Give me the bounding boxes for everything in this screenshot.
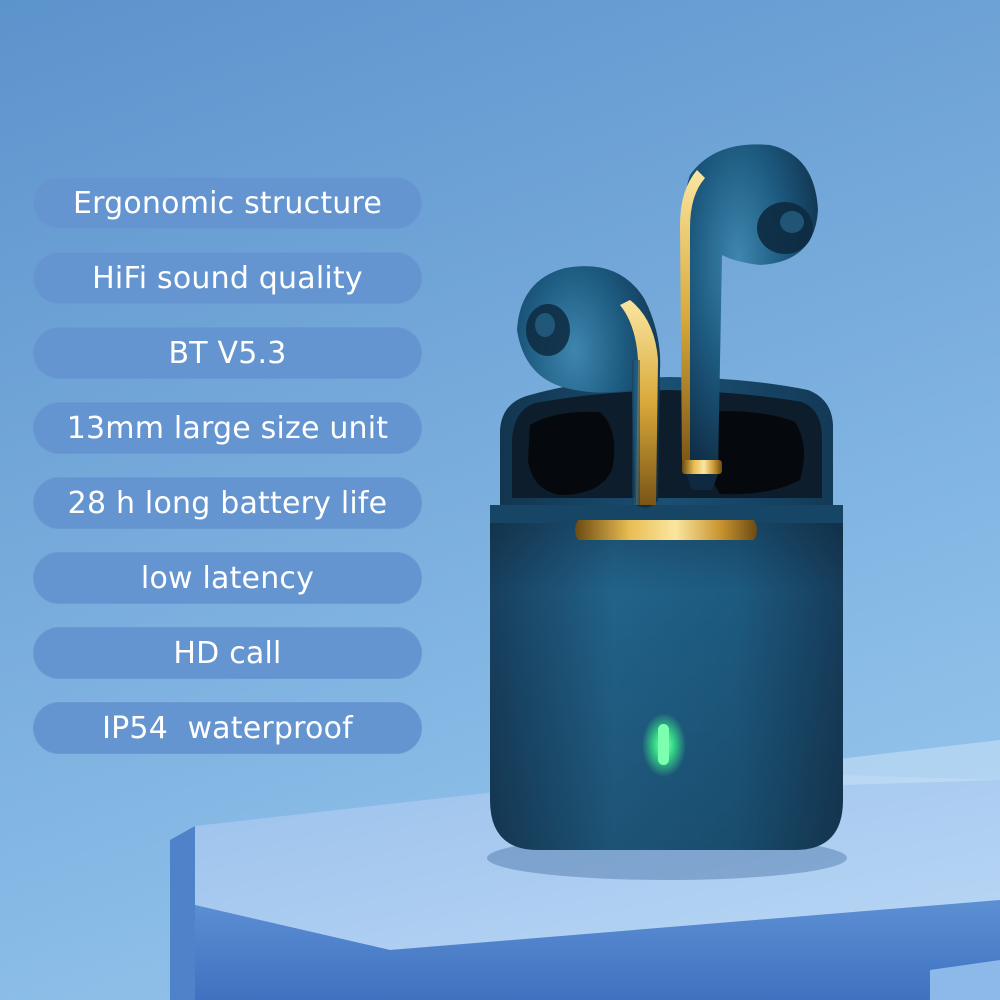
feature-list: Ergonomic structure HiFi sound quality B… [33,177,422,777]
feature-battery: 28 h long battery life [33,477,422,529]
feature-ergonomic: Ergonomic structure [33,177,422,229]
charging-led [658,724,669,765]
feature-hd-call: HD call [33,627,422,679]
feature-waterproof: IP54 waterproof [33,702,422,754]
right-earbud [680,144,818,490]
feature-bt-version: BT V5.3 [33,327,422,379]
feature-latency: low latency [33,552,422,604]
feature-hifi: HiFi sound quality [33,252,422,304]
feature-unit-size: 13mm large size unit [33,402,422,454]
earbuds-case-illustration [490,377,843,850]
left-earbud [517,266,661,508]
